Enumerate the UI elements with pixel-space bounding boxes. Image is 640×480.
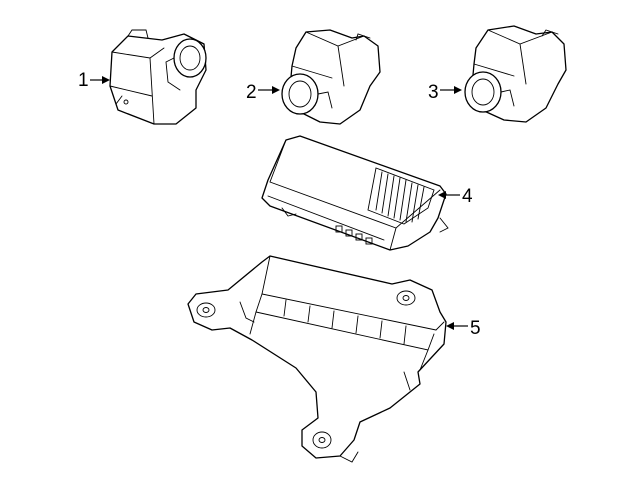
- heat-sink-fins: [375, 171, 425, 223]
- part-1-camera-sensor[interactable]: [109, 29, 207, 125]
- callout-5: 5: [446, 318, 481, 339]
- part-2-camera-sensor[interactable]: [281, 29, 381, 125]
- part-3-camera-sensor[interactable]: [464, 25, 567, 123]
- callout-number-2: 2: [246, 82, 257, 103]
- callout-number-5: 5: [470, 318, 481, 339]
- part-4-control-module[interactable]: [261, 135, 449, 251]
- callout-1: 1: [78, 70, 110, 91]
- callout-3: 3: [428, 82, 462, 103]
- callout-2: 2: [246, 82, 280, 103]
- callout-number-4: 4: [462, 186, 473, 207]
- callout-number-3: 3: [428, 82, 439, 103]
- callout-number-1: 1: [78, 70, 89, 91]
- part-5-mounting-bracket[interactable]: [187, 255, 447, 463]
- callout-4: 4: [438, 186, 473, 207]
- bracket-ribs: [283, 299, 407, 345]
